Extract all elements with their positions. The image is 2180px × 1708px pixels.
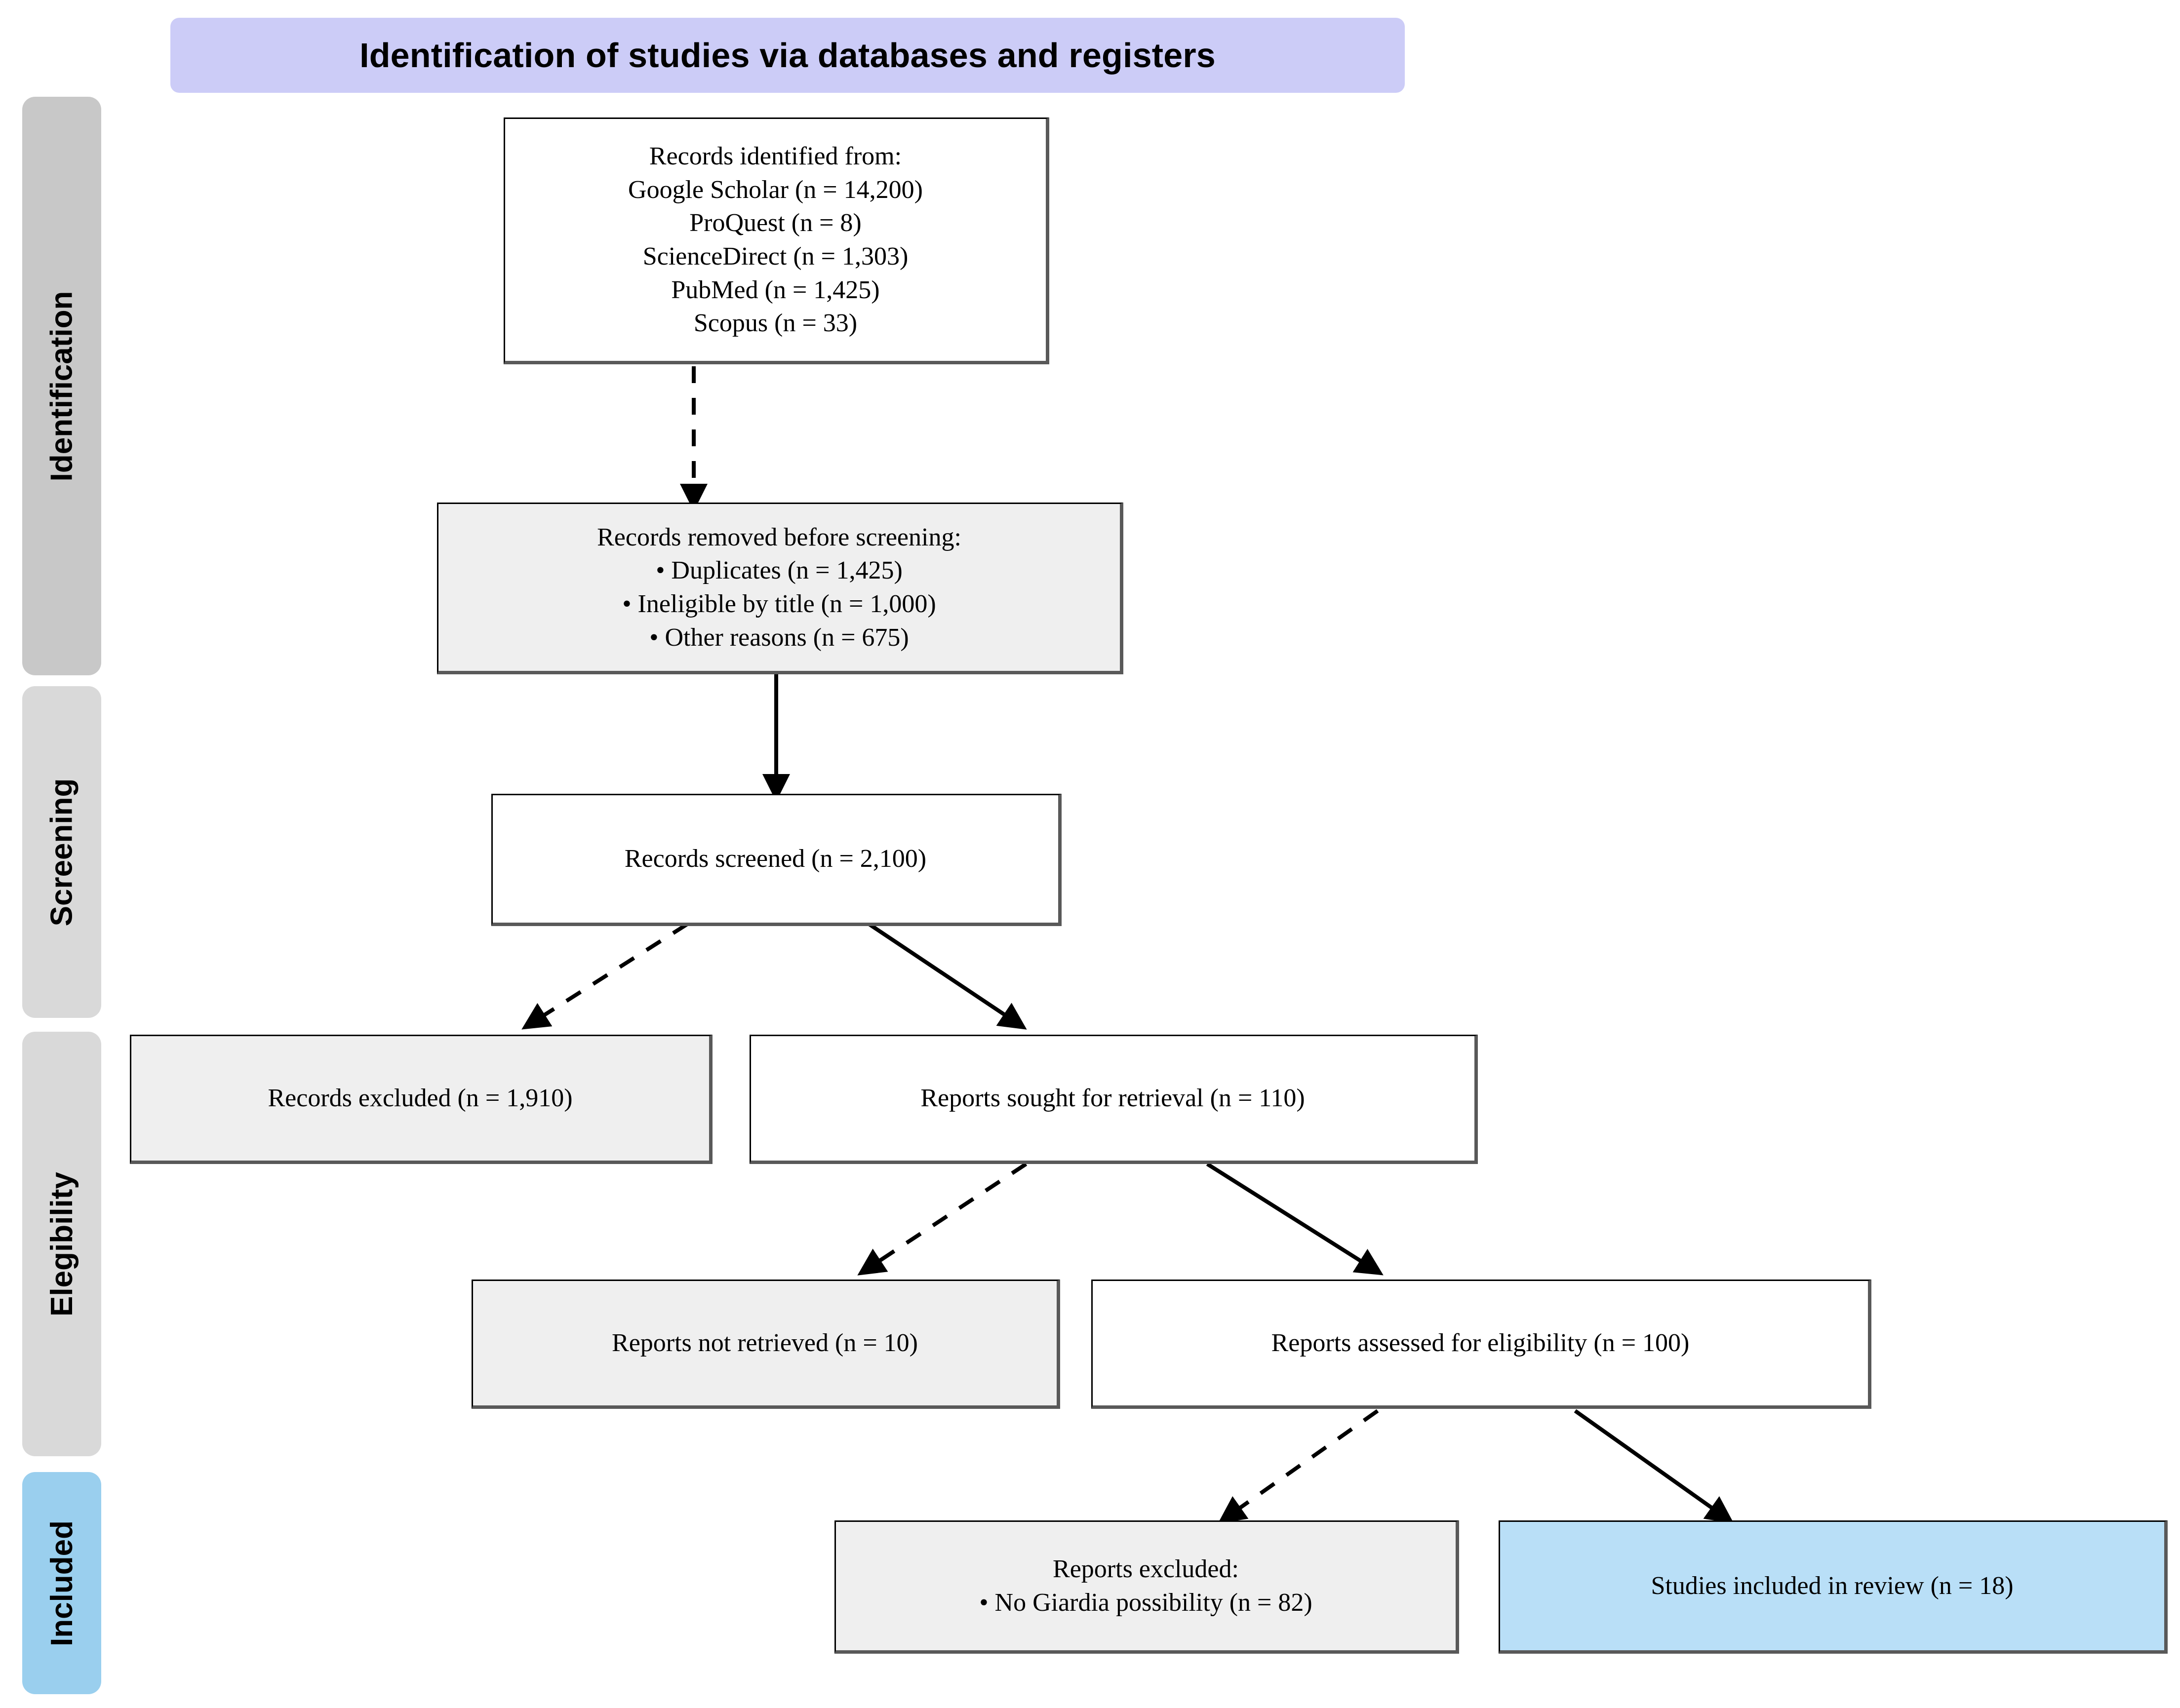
phase-identification-label: Identification: [44, 291, 79, 481]
phase-screening-label: Screening: [44, 778, 79, 926]
reports-not-retrieved-line-0: Reports not retrieved (n = 10): [612, 1329, 918, 1358]
edge-assessed-to-excluded: [1218, 1409, 1379, 1524]
phase-eligibility: Elegibility: [22, 1032, 101, 1456]
reports-sought-line-0: Reports sought for retrieval (n = 110): [920, 1084, 1305, 1113]
edge-screened-to-sought: [868, 922, 1027, 1030]
reports-excluded-line-0: Reports excluded:: [1053, 1555, 1239, 1584]
box-records-identified: Records identified from: Google Scholar …: [504, 117, 1049, 364]
records-identified-line-3: ScienceDirect (n = 1,303): [642, 242, 909, 271]
phase-included-label: Included: [44, 1520, 79, 1646]
box-reports-sought-for-retrieval: Reports sought for retrieval (n = 110): [750, 1035, 1478, 1164]
phase-eligibility-label: Elegibility: [44, 1171, 79, 1317]
reports-excluded-line-1: • No Giardia possibility (n = 82): [979, 1589, 1312, 1617]
records-removed-line-2: • Ineligible by title (n = 1,000): [622, 590, 936, 618]
box-reports-not-retrieved: Reports not retrieved (n = 10): [472, 1280, 1060, 1409]
edge-assessed-to-included: [1574, 1409, 1734, 1524]
records-identified-line-1: Google Scholar (n = 14,200): [628, 175, 923, 204]
records-removed-line-0: Records removed before screening:: [597, 523, 961, 551]
phase-identification: Identification: [22, 97, 101, 675]
edge-screened-to-excluded: [521, 922, 689, 1030]
box-records-screened: Records screened (n = 2,100): [491, 794, 1062, 926]
phase-included: Included: [22, 1472, 101, 1694]
edge-sought-to-assessed: [1206, 1162, 1384, 1276]
phase-screening: Screening: [22, 686, 101, 1018]
diagram-title: Identification of studies via databases …: [359, 36, 1216, 75]
records-identified-line-5: Scopus (n = 33): [693, 309, 858, 338]
records-screened-line-0: Records screened (n = 2,100): [624, 845, 927, 873]
edge-sought-to-not-retrieved: [857, 1162, 1028, 1276]
records-removed-line-1: • Duplicates (n = 1,425): [656, 556, 903, 585]
box-studies-included-in-review: Studies included in review (n = 18): [1499, 1520, 2168, 1654]
reports-assessed-line-0: Reports assessed for eligibility (n = 10…: [1271, 1329, 1690, 1358]
records-excluded-line-0: Records excluded (n = 1,910): [268, 1084, 573, 1113]
records-removed-line-3: • Other reasons (n = 675): [649, 623, 909, 652]
studies-included-line-0: Studies included in review (n = 18): [1651, 1572, 2014, 1600]
box-records-excluded: Records excluded (n = 1,910): [130, 1035, 713, 1164]
records-identified-line-2: ProQuest (n = 8): [689, 209, 862, 237]
box-records-removed-before-screening: Records removed before screening: • Dupl…: [437, 503, 1123, 674]
box-reports-assessed-for-eligibility: Reports assessed for eligibility (n = 10…: [1091, 1280, 1871, 1409]
diagram-title-banner: Identification of studies via databases …: [170, 18, 1405, 93]
box-reports-excluded: Reports excluded: • No Giardia possibili…: [834, 1520, 1459, 1654]
records-identified-line-0: Records identified from:: [649, 142, 902, 171]
records-identified-line-4: PubMed (n = 1,425): [671, 275, 880, 304]
